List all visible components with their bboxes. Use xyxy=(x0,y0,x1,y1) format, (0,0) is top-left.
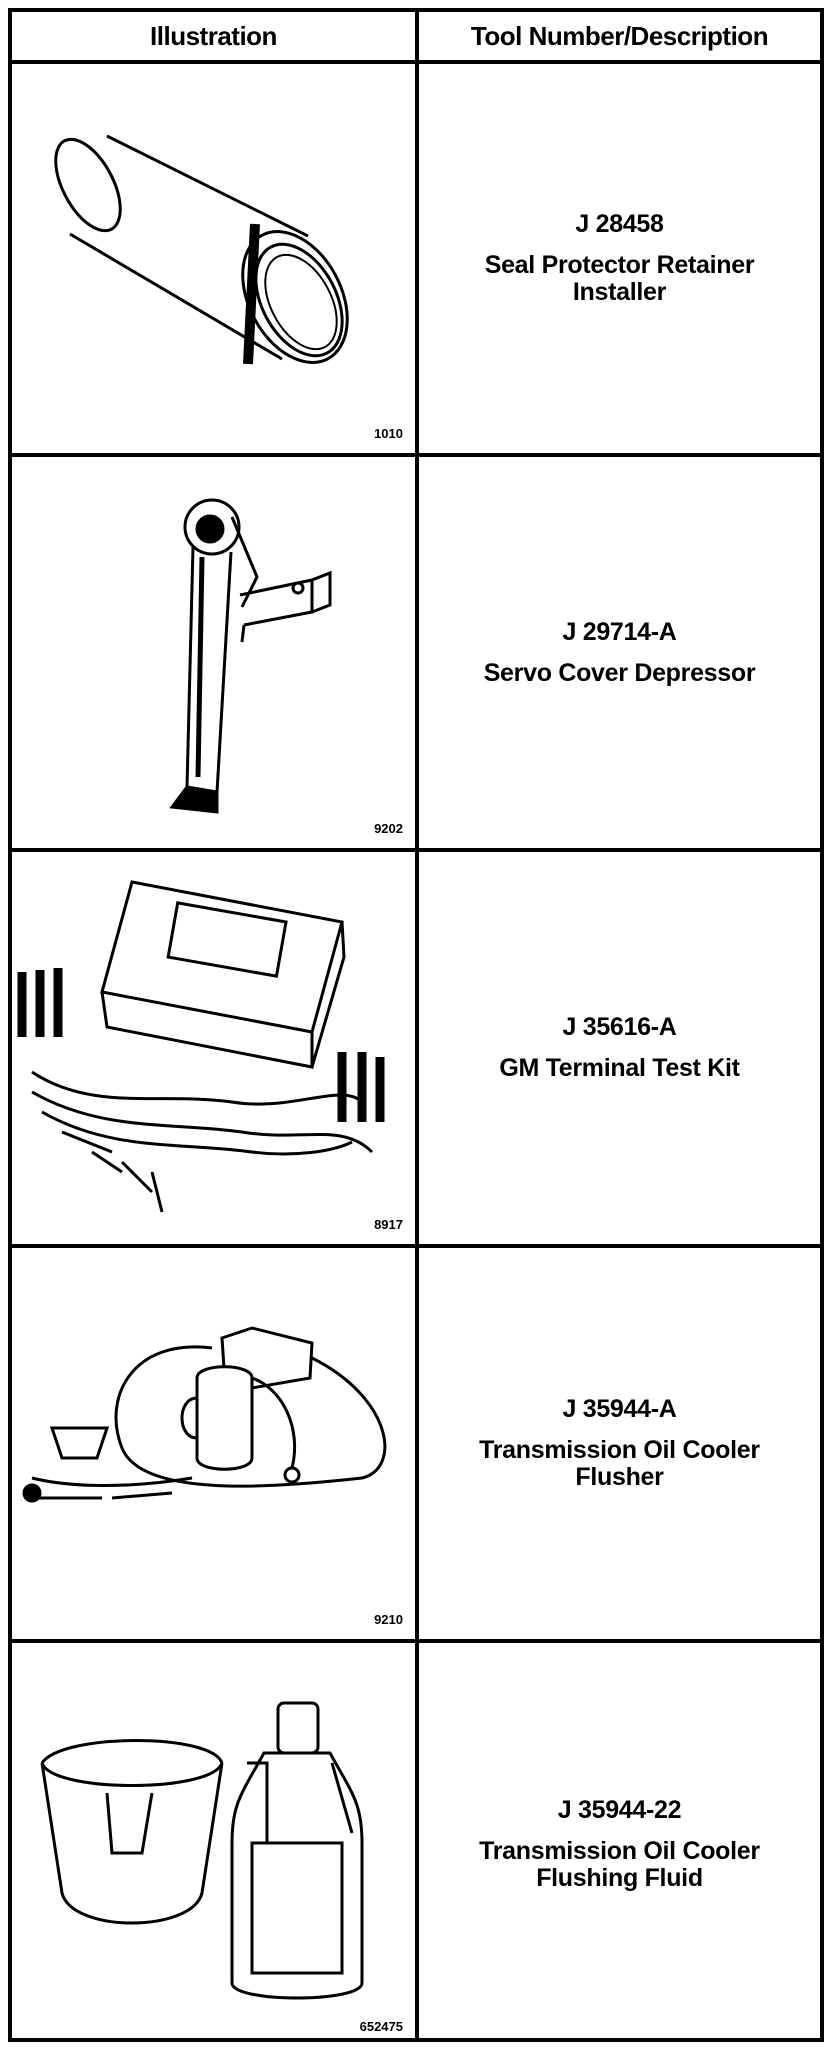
row-divider xyxy=(12,848,820,852)
tool-description-line: Seal Protector Retainer xyxy=(484,251,755,279)
tool-number: J 35944-A xyxy=(562,1395,677,1423)
tool-description-line: Flusher xyxy=(575,1463,664,1491)
tool-number: J 35944-22 xyxy=(557,1796,682,1824)
header-illustration: Illustration xyxy=(150,21,277,51)
figure-number: 9210 xyxy=(374,1612,403,1627)
servo-cover-depressor-icon xyxy=(169,498,332,814)
row-divider xyxy=(12,60,820,64)
row-divider xyxy=(12,1639,820,1643)
tool-description-line: Servo Cover Depressor xyxy=(483,658,756,687)
table-row-illustration: 652475 xyxy=(12,1643,415,2046)
flushing-fluid-icon xyxy=(40,1701,364,2000)
table-row-description: J 35944-A Transmission Oil Cooler Flushe… xyxy=(419,1248,820,1639)
table-row-illustration: 9202 xyxy=(12,457,415,848)
tool-description-line: Installer xyxy=(572,278,667,306)
header-tool-description: Tool Number/Description xyxy=(470,21,769,51)
table-row-description: J 35616-A GM Terminal Test Kit xyxy=(419,852,820,1244)
table-row-illustration: 8917 xyxy=(12,852,415,1244)
figure-number: 652475 xyxy=(359,2019,403,2034)
tool-description-line: GM Terminal Test Kit xyxy=(499,1054,740,1082)
column-divider xyxy=(415,12,419,2038)
tools-table: Illustration Tool Number/Description 101… xyxy=(8,8,824,2042)
tool-number: J 29714-A xyxy=(562,617,677,646)
tool-number: J 35616-A xyxy=(562,1013,677,1041)
figure-number: 8917 xyxy=(374,1217,403,1232)
table-row-illustration: 1010 xyxy=(12,64,415,453)
table-row-illustration: 9210 xyxy=(12,1248,415,1639)
table-row-description: J 29714-A Servo Cover Depressor xyxy=(419,457,820,848)
tool-description-line: Flushing Fluid xyxy=(536,1864,703,1892)
seal-protector-retainer-installer-icon xyxy=(54,134,349,365)
row-divider xyxy=(12,1244,820,1248)
terminal-test-kit-icon xyxy=(17,880,385,1213)
tool-description-line: Transmission Oil Cooler xyxy=(479,1837,760,1865)
table-row-description: J 28458 Seal Protector Retainer Installe… xyxy=(419,64,820,453)
row-divider xyxy=(12,453,820,457)
oil-cooler-flusher-icon xyxy=(22,1326,387,1503)
tool-description-line: Transmission Oil Cooler xyxy=(479,1436,760,1464)
figure-number: 9202 xyxy=(374,821,403,836)
tool-number: J 28458 xyxy=(575,210,664,238)
figure-number: 1010 xyxy=(374,426,403,441)
table-row-description: J 35944-22 Transmission Oil Cooler Flush… xyxy=(419,1643,820,2046)
